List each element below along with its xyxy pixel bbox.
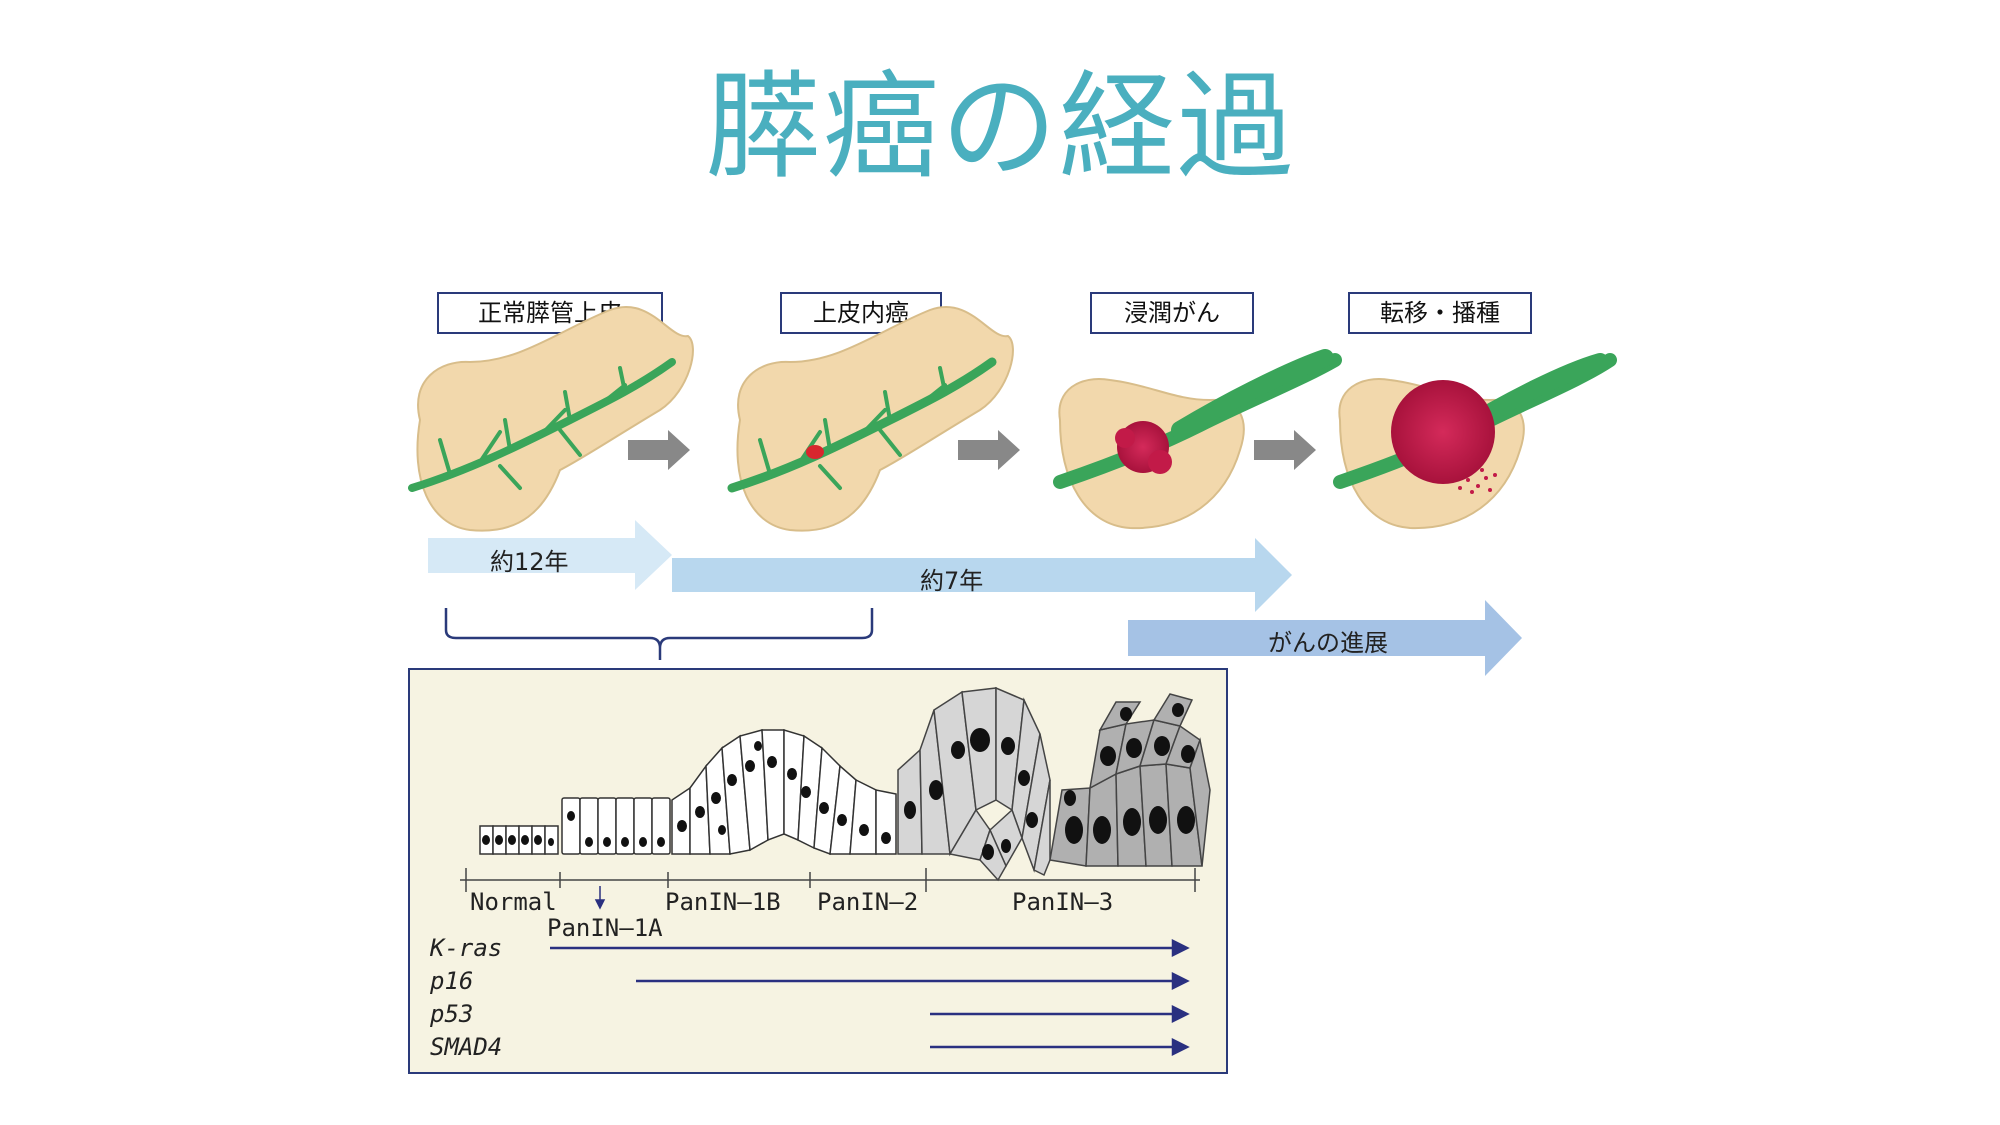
brace-connector	[444, 608, 874, 660]
gene-label-kras: K-ras	[430, 934, 503, 962]
pancreas-cis-illustration	[727, 306, 1014, 532]
timeline-arrow-7-years	[672, 538, 1292, 612]
gene-arrows	[550, 938, 1190, 1057]
gene-label-p16: p16	[430, 967, 474, 995]
gene-label-p53: p53	[430, 1000, 474, 1028]
progression-arrow-1	[628, 430, 690, 470]
timeline-arrow-12-years	[428, 520, 672, 590]
period-label-cancer-progression: がんの進展	[1268, 629, 1388, 657]
progression-arrow-3	[1254, 430, 1316, 470]
pancreas-invasive-illustration	[1053, 349, 1342, 530]
stage-label-metastasis: 転移・播種	[1348, 292, 1532, 334]
progression-arrow-2	[958, 430, 1020, 470]
stage-tick-panin-1b: PanIN–1B	[665, 888, 781, 916]
period-label-7-years: 約7年	[920, 567, 984, 595]
stage-label-invasive-cancer: 浸潤がん	[1090, 292, 1254, 334]
stage-tick-panin-3: PanIN–3	[1012, 888, 1114, 916]
pancreas-metastasis-illustration	[1333, 353, 1617, 530]
cells-panin-1a	[561, 797, 671, 855]
stage-tick-panin-1a: PanIN–1A	[547, 914, 663, 942]
gene-label-smad4: SMAD4	[430, 1033, 503, 1061]
page-title: 膵癌の経過	[705, 60, 1295, 195]
stage-axis	[460, 868, 1200, 892]
stage-tick-panin-2: PanIN–2	[817, 888, 919, 916]
epithelium-illustration	[460, 686, 1211, 1057]
pancreas-normal-illustration	[408, 306, 694, 532]
timeline-arrow-progression	[1128, 600, 1522, 676]
panin-inset-panel: Normal PanIN–1A PanIN–1B PanIN–2 PanIN–3…	[408, 668, 1228, 1074]
panin-1a-pointer	[594, 886, 606, 910]
period-label-12-years: 約12年	[490, 548, 569, 576]
stage-tick-normal: Normal	[470, 888, 557, 916]
cells-normal	[479, 825, 559, 855]
